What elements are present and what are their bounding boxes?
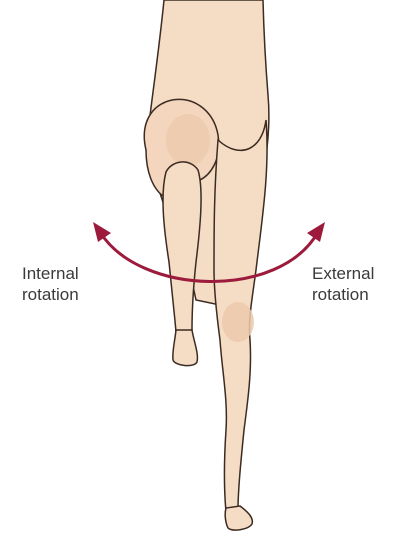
raised-foot bbox=[173, 330, 198, 366]
internal-rotation-line2: rotation bbox=[22, 284, 79, 305]
external-rotation-label: External rotation bbox=[312, 263, 374, 305]
external-rotation-line2: rotation bbox=[312, 284, 374, 305]
internal-rotation-arrowhead bbox=[93, 222, 111, 242]
internal-rotation-label: Internal rotation bbox=[22, 263, 79, 305]
raised-lower-leg bbox=[163, 162, 201, 332]
internal-rotation-line1: Internal bbox=[22, 263, 79, 284]
standing-foot bbox=[225, 506, 252, 530]
external-rotation-arrowhead bbox=[307, 222, 325, 242]
external-rotation-line1: External bbox=[312, 263, 374, 284]
raised-knee bbox=[166, 114, 210, 166]
standing-knee bbox=[222, 302, 254, 342]
